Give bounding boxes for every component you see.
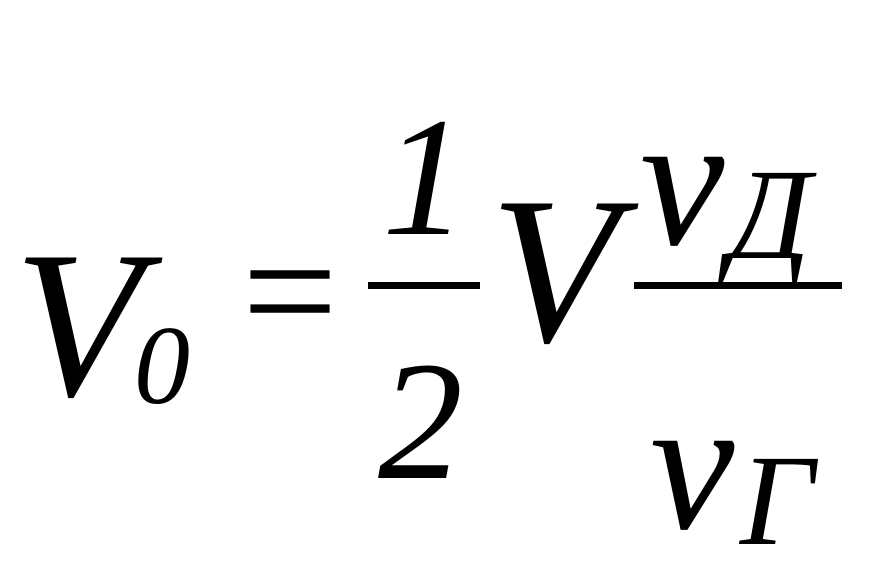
coefficient-numerator: 1 [382,83,467,271]
coefficient-fraction-bar [368,282,480,289]
factor-symbol: V [490,155,619,387]
ratio-numerator-symbol: ν [640,76,725,286]
ratio-denominator-subscript: Г [740,429,814,573]
ratio-numerator-subscript: Д [728,143,811,287]
ratio-denominator-symbol: ν [650,360,735,570]
lhs-subscript: 0 [134,304,190,428]
ratio-fraction-bar [634,282,842,289]
coefficient-denominator: 2 [378,327,463,515]
equals-sign: = [242,197,338,385]
lhs-symbol: V [14,209,143,441]
